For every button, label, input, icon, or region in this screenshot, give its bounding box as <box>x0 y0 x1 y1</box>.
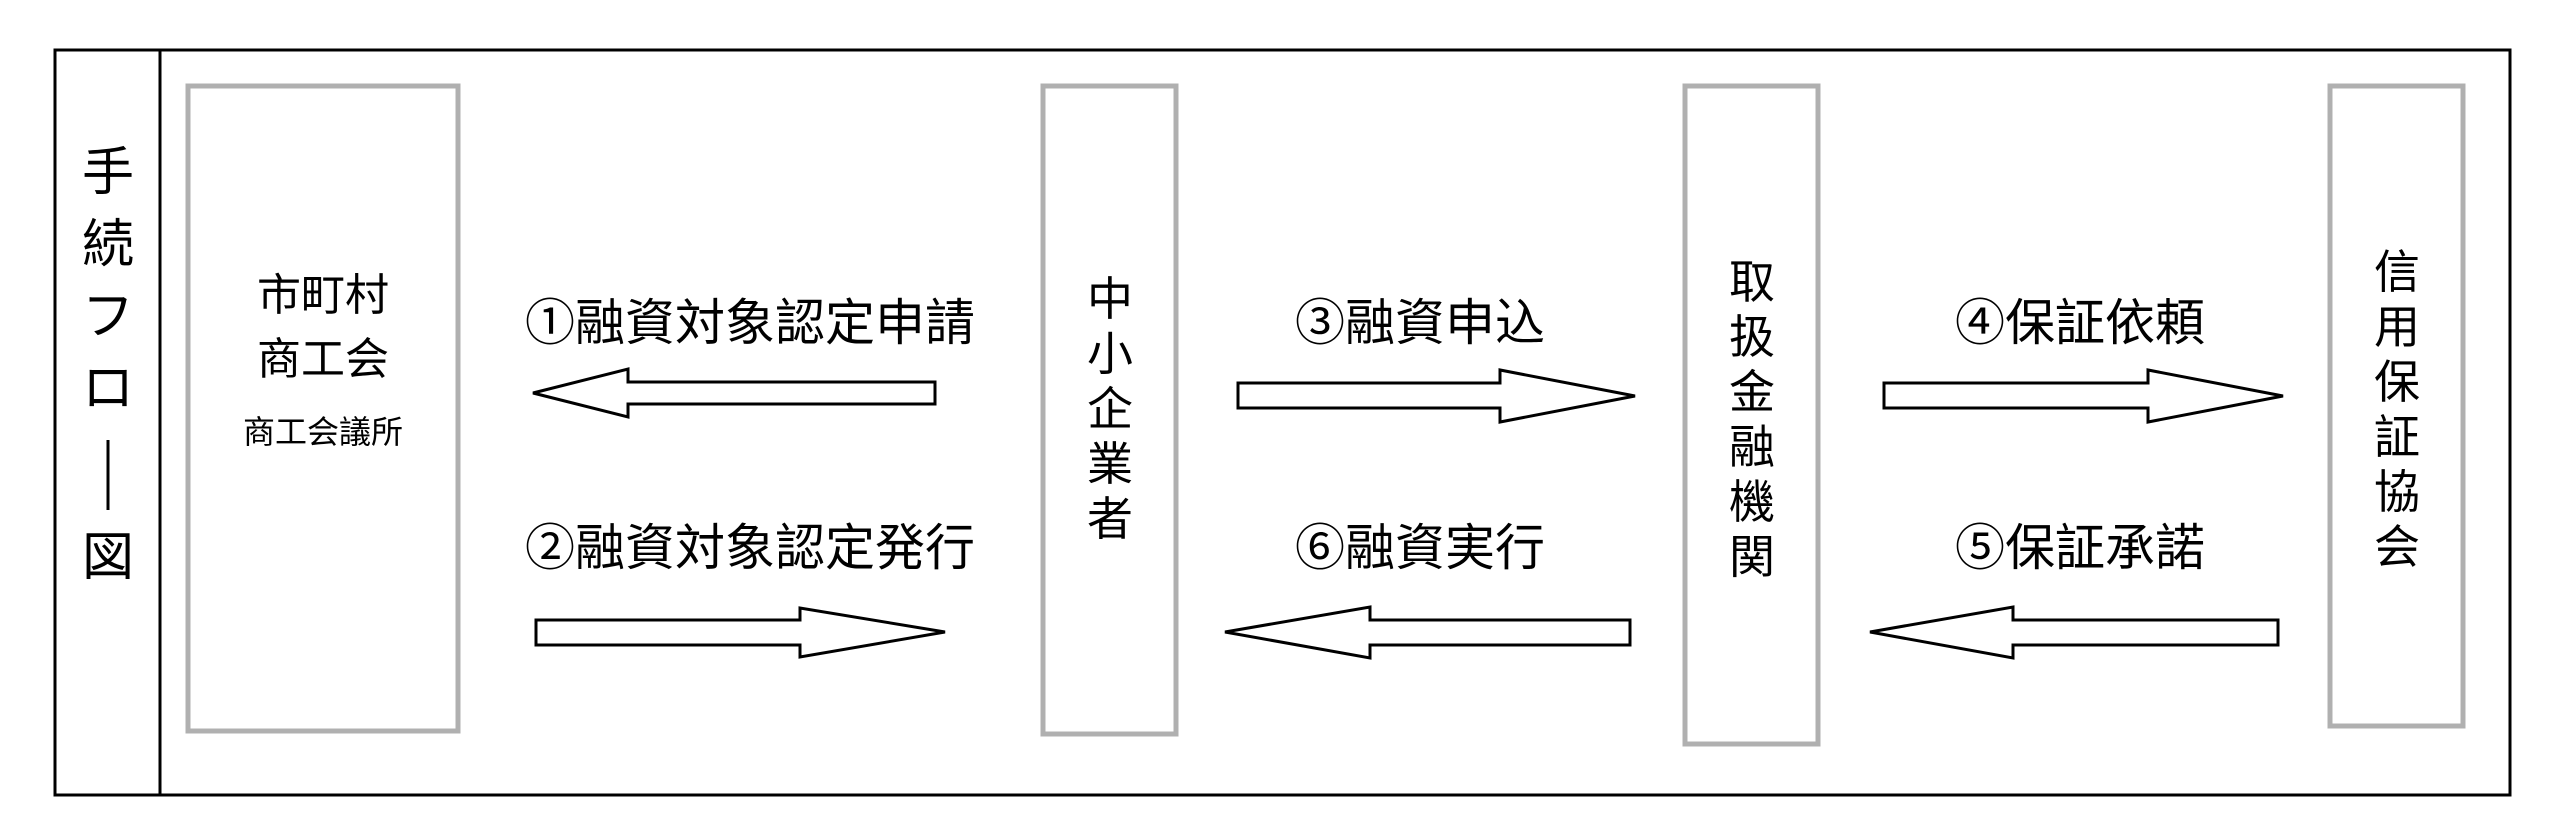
arrow-step1-left <box>532 367 937 419</box>
municipality-sub: 商工会議所 <box>243 413 403 451</box>
v-bank-char: 機 <box>1729 475 1775 529</box>
arrow-step4-right <box>1882 368 2284 424</box>
flow-label-3: ③融資申込 <box>1295 294 1545 352</box>
flow-label-5: ⑤保証承諾 <box>1955 519 2205 577</box>
v-bank-char: 関 <box>1729 530 1775 584</box>
v-guarantee-char: 保 <box>2374 355 2420 409</box>
arrow-step5-left <box>1869 605 2280 660</box>
outer-frame <box>53 48 2512 797</box>
v-bank-char: 扱 <box>1729 310 1775 364</box>
diagram-title: 手 続 フ ロ 図 <box>82 143 134 588</box>
box-municipality <box>185 83 461 734</box>
municipality-line-1: 市町村 <box>257 270 389 321</box>
v-bank-char: 取 <box>1729 255 1775 309</box>
box-bank <box>1682 83 1821 747</box>
v-sme-char: 企 <box>1087 382 1133 436</box>
v-guarantee-char: 用 <box>2374 300 2420 354</box>
title-char: 図 <box>82 528 134 588</box>
flow-label-6: ⑥融資実行 <box>1295 519 1545 577</box>
flow-label-4: ④保証依頼 <box>1955 294 2205 352</box>
municipality-line-2: 商工会 <box>257 334 389 385</box>
v-sme-char: 業 <box>1087 437 1133 491</box>
flow-label-2: ②融資対象認定発行 <box>525 519 975 577</box>
title-char: フ <box>82 287 134 347</box>
title-char: ロ <box>82 359 134 419</box>
v-guarantee-char: 証 <box>2374 410 2420 464</box>
v-sme-char: 者 <box>1087 492 1133 546</box>
v-guarantee-char: 協 <box>2374 465 2420 519</box>
box-sme <box>1040 83 1179 737</box>
v-sme-char: 小 <box>1087 327 1133 381</box>
v-bank-char: 金 <box>1729 365 1775 419</box>
arrow-step3-right <box>1236 368 1636 424</box>
v-guarantee-char: 信 <box>2374 245 2420 299</box>
v-guarantee-char: 会 <box>2374 520 2420 574</box>
flow-label-1: ①融資対象認定申請 <box>525 294 975 352</box>
v-sme-char: 中 <box>1087 272 1133 326</box>
title-char: 手 <box>82 143 134 203</box>
arrow-step6-left <box>1224 605 1632 660</box>
title-char: 続 <box>82 215 134 275</box>
box-guarantee <box>2327 83 2466 729</box>
arrow-step2-right <box>534 606 946 659</box>
v-bank-char: 融 <box>1729 420 1775 474</box>
